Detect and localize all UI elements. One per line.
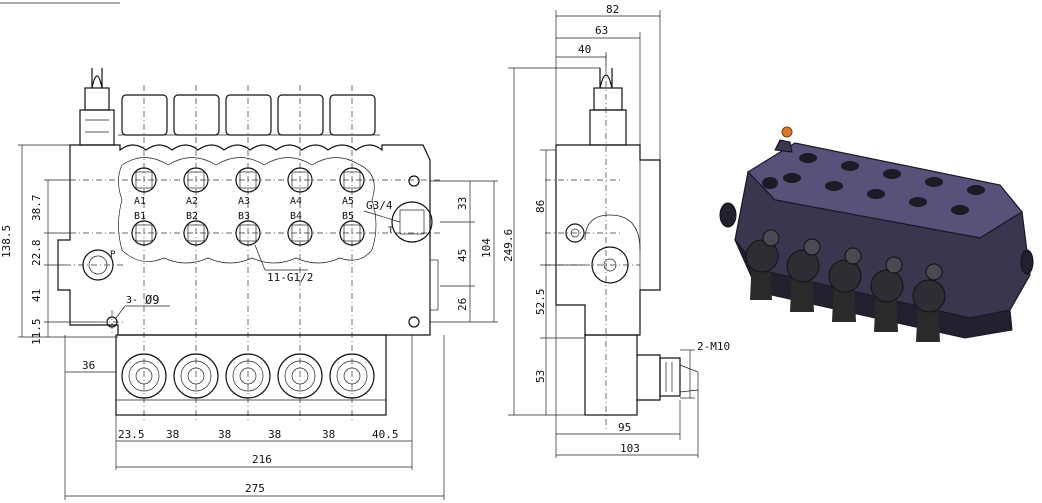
port-label-b2: B2 — [186, 211, 198, 222]
dim-216: 216 — [252, 453, 272, 466]
callout-ports-thread: 11-G1/2 — [267, 271, 313, 284]
port-label-a3: A3 — [238, 196, 250, 207]
callout-mount-diameter: Ø9 — [145, 293, 159, 307]
relief-valve-body — [79, 109, 115, 146]
port-label-a4: A4 — [290, 196, 302, 207]
side-bolt-head — [659, 357, 681, 397]
valve-body-outline — [57, 144, 431, 336]
dim-11-5: 11.5 — [30, 319, 43, 346]
relief-valve-cap — [91, 68, 103, 89]
front-dims-right — [430, 180, 498, 323]
dim-22-8: 22.8 — [30, 240, 43, 267]
dim-41: 41 — [30, 289, 43, 302]
dim-86: 86 — [534, 200, 547, 213]
side-dims-bottom — [555, 305, 699, 458]
side-dims-left — [508, 67, 600, 416]
render-spool-knobs — [745, 229, 946, 342]
callout-return-thread: G3/4 — [366, 199, 393, 212]
front-dims-bottom — [64, 335, 445, 500]
dim-104: 104 — [480, 238, 493, 258]
port-label-a1: A1 — [134, 196, 146, 207]
side-body — [555, 144, 661, 336]
dim-82: 82 — [606, 3, 619, 16]
dim-26: 26 — [456, 298, 469, 311]
port-label-b5: B5 — [342, 211, 354, 222]
t-label: T — [388, 226, 394, 236]
dim-53: 53 — [534, 370, 547, 383]
callout-bolt: 2-M10 — [697, 340, 730, 353]
t-port — [391, 201, 433, 243]
front-view: A1 A2 A3 A4 A5 B1 B2 B3 B4 B5 P T 11-G1/… — [0, 68, 498, 500]
render-relief-cap — [781, 126, 793, 138]
dim-63: 63 — [595, 24, 608, 37]
dim-103: 103 — [620, 442, 640, 455]
side-bottom-cap — [584, 334, 638, 416]
dim-249-6: 249.6 — [502, 229, 515, 262]
port-label-a5: A5 — [342, 196, 354, 207]
dim-275: 275 — [245, 482, 265, 495]
dim-spacing-38: 38 — [218, 428, 231, 441]
dim-spacing-40-5: 40.5 — [372, 428, 399, 441]
callout-mount-count: 3- — [126, 295, 138, 306]
port-label-a2: A2 — [186, 196, 198, 207]
front-dims-left — [18, 144, 118, 338]
side-view: 82 63 40 249.6 86 52.5 53 2-M10 — [502, 3, 730, 458]
mount-hole — [408, 175, 420, 187]
dim-52-5: 52.5 — [534, 289, 547, 316]
dim-45: 45 — [456, 249, 469, 262]
mount-hole — [408, 316, 420, 328]
relief-valve-nut — [84, 87, 110, 111]
dim-spacing-38: 38 — [322, 428, 335, 441]
port-face-outline — [118, 157, 377, 264]
spool-caps-top — [118, 94, 380, 136]
port-label-b1: B1 — [134, 211, 146, 222]
dim-38-7: 38.7 — [30, 195, 43, 222]
dim-36: 36 — [82, 359, 95, 372]
dim-33: 33 — [456, 197, 469, 210]
valve-3d-render — [719, 126, 1034, 342]
dim-spacing-38: 38 — [268, 428, 281, 441]
dim-40: 40 — [578, 43, 591, 56]
dim-spacing-23-5: 23.5 — [118, 428, 145, 441]
spool-caps-bottom — [115, 334, 387, 416]
dim-spacing-38: 38 — [166, 428, 179, 441]
port-label-b4: B4 — [290, 211, 302, 222]
dim-95: 95 — [618, 421, 631, 434]
side-dims-top — [555, 10, 661, 160]
p-label: P — [110, 250, 116, 260]
port-label-b3: B3 — [238, 211, 250, 222]
dim-overall-height: 138.5 — [0, 225, 13, 258]
